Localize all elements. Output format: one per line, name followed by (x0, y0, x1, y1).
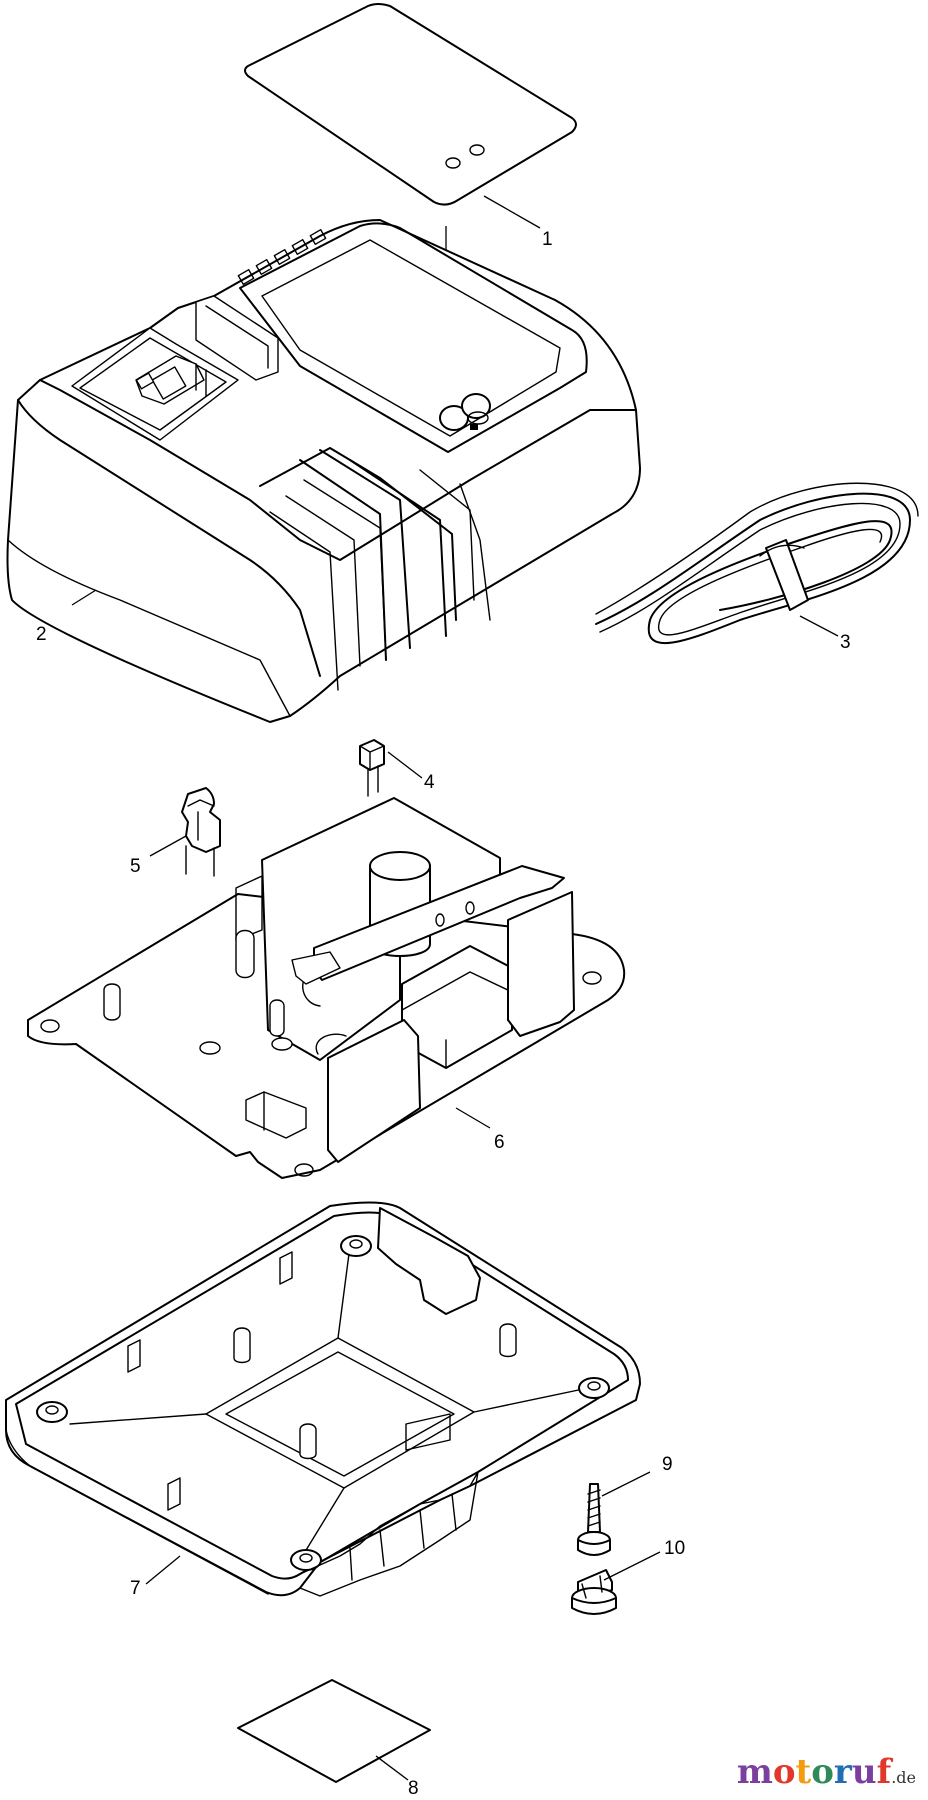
callout-9: 9 (662, 1454, 673, 1475)
callout-6: 6 (494, 1132, 505, 1153)
part-7-base-housing (5, 1201, 641, 1597)
watermark-letter: r (833, 1752, 852, 1792)
callout-1: 1 (542, 229, 553, 250)
callout-3: 3 (840, 632, 851, 653)
part-3-power-cord (595, 482, 919, 644)
part-4-thermistor (359, 739, 423, 797)
part-5-fuse (149, 787, 221, 877)
watermark-letter: o (811, 1752, 834, 1792)
watermark-suffix: .de (891, 1768, 916, 1787)
part-6-circuit-board (27, 797, 626, 1179)
watermark-letter: t (795, 1752, 812, 1792)
callout-7: 7 (130, 1578, 141, 1599)
part-9-screw (577, 1471, 651, 1556)
watermark-letter: u (851, 1752, 877, 1792)
motoruf-watermark-logo: motoruf.de (737, 1752, 916, 1792)
callout-numbers: 1 2 3 4 5 6 7 8 9 10 (36, 229, 851, 1799)
callout-5: 5 (130, 856, 141, 877)
callout-8: 8 (408, 1778, 419, 1799)
watermark-letter: m (736, 1752, 773, 1792)
part-2-charger-housing (6, 219, 641, 723)
indicator-lamps (439, 393, 491, 431)
callout-4: 4 (424, 772, 435, 793)
callout-10: 10 (664, 1538, 685, 1559)
watermark-letter: o (772, 1752, 796, 1792)
part-10-rubber-foot (571, 1551, 661, 1615)
watermark-letter: f (876, 1752, 892, 1792)
part-8-bottom-label (237, 1679, 431, 1783)
callout-2: 2 (36, 624, 47, 645)
